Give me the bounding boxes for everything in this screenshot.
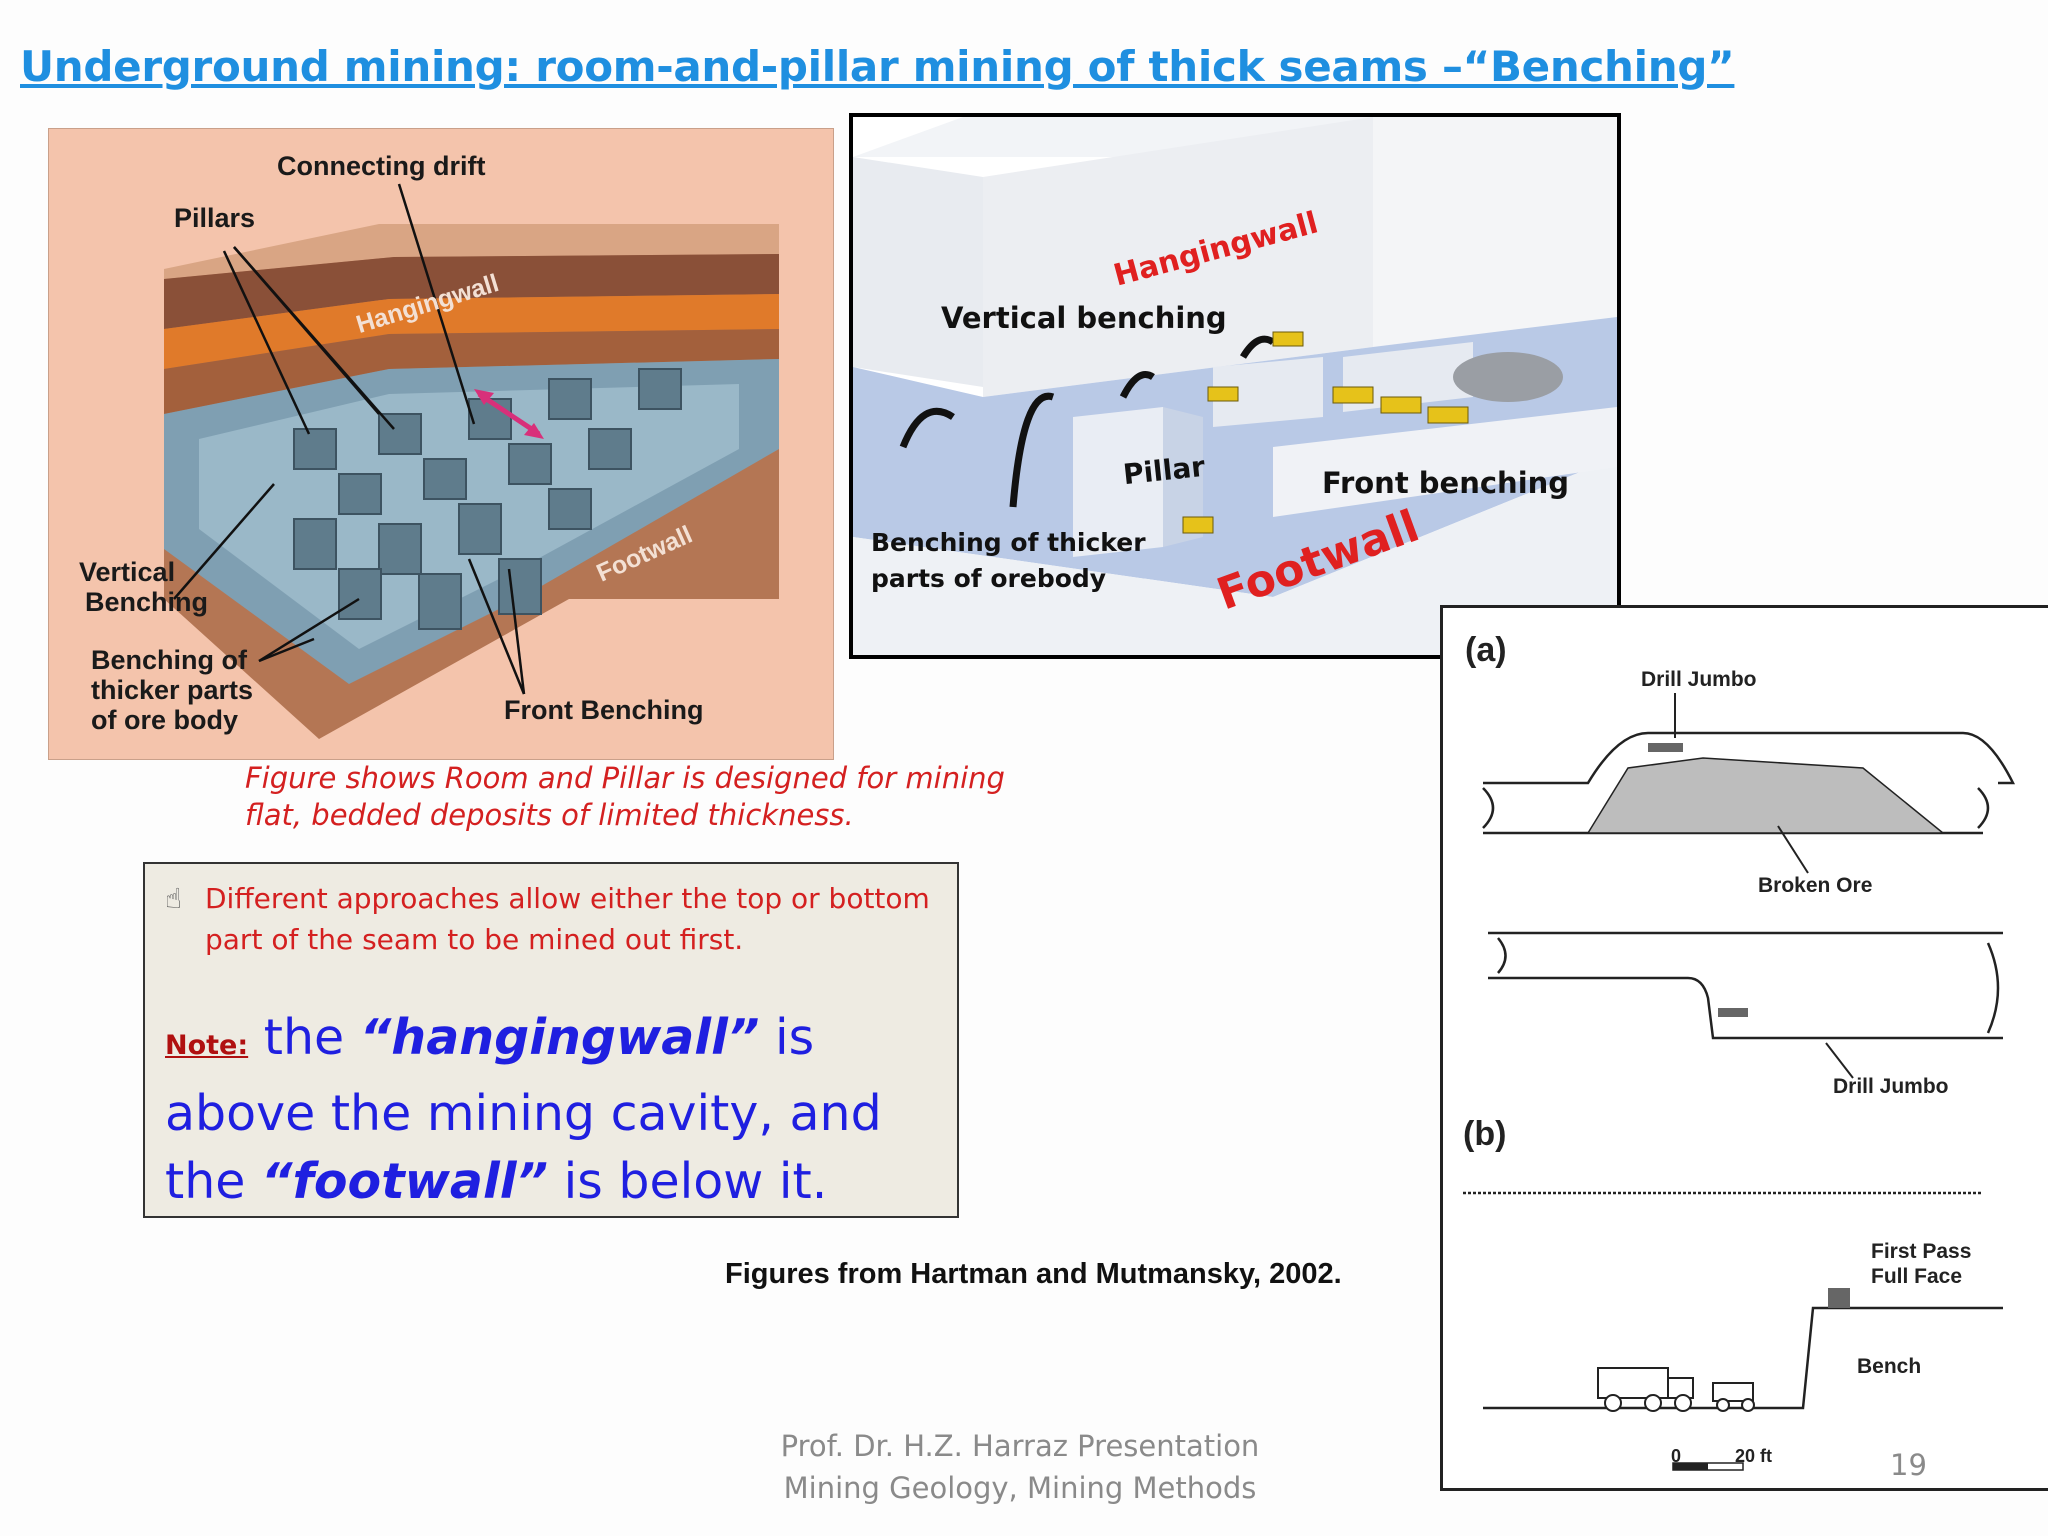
figure-caption: Figure shows Room and Pillar is designed… (245, 760, 1005, 834)
label-benching-thicker-2: thicker parts (91, 675, 254, 705)
hand-pointer-icon: ☝ (165, 882, 183, 915)
label-scale-twenty: 20 ft (1735, 1446, 1773, 1466)
label-pillars: Pillars (174, 203, 256, 233)
slide-title: Underground mining: room-and-pillar mini… (20, 42, 1735, 91)
label-first-pass-1: First Pass (1871, 1240, 1972, 1263)
label-benching-orebody-2: parts of orebody (871, 564, 1107, 593)
note-text-a: the (248, 1009, 360, 1066)
bullet-line-2: part of the seam to be mined out first. (205, 923, 744, 956)
slide-footer: Prof. Dr. H.Z. Harraz Presentation Minin… (770, 1425, 1270, 1509)
figure-credit: Figures from Hartman and Mutmansky, 2002… (725, 1258, 1342, 1290)
label-b: (b) (1463, 1115, 1507, 1153)
footer-line-2: Mining Geology, Mining Methods (783, 1471, 1257, 1505)
label-broken-ore: Broken Ore (1758, 874, 1873, 897)
label-scale-zero: 0 (1671, 1446, 1682, 1466)
caption-line-1: Figure shows Room and Pillar is designed… (245, 761, 1005, 795)
benching-3d-illustration: Hangingwall Vertical benching Pillar Fro… (849, 113, 1621, 659)
label-bench: Bench (1857, 1355, 1922, 1378)
bullet-point: ☝ Different approaches allow either the … (165, 878, 945, 960)
room-pillar-block-diagram: Connecting drift Pillars Hangingwall Ver… (48, 128, 834, 760)
label-first-pass-2: Full Face (1871, 1265, 1963, 1288)
label-a: (a) (1465, 631, 1507, 669)
label-benching-thicker-1: Benching of (91, 645, 247, 675)
label-benching-orebody-1: Benching of thicker (871, 528, 1146, 557)
label-benching-thicker-3: of ore body (91, 705, 238, 735)
label-drill-jumbo-top: Drill Jumbo (1641, 668, 1757, 691)
label-drill-jumbo-bottom: Drill Jumbo (1833, 1075, 1949, 1098)
label-front-benching-3d: Front benching (1322, 466, 1570, 500)
note-text-c: is below it. (548, 1153, 828, 1210)
footer-line-1: Prof. Dr. H.Z. Harraz Presentation (780, 1429, 1260, 1463)
label-vertical-benching-2: Benching (85, 587, 209, 617)
label-front-benching: Front Benching (504, 695, 704, 725)
note-text-b: is above the mining cavity, and the (165, 1009, 882, 1210)
benching-sections-drawing (1463, 693, 2016, 1471)
note-footwall: “footwall” (261, 1153, 549, 1210)
note-box: ☝ Different approaches allow either the … (143, 862, 959, 1218)
label-vertical-benching-1: Vertical (79, 557, 176, 587)
label-connecting-drift: Connecting drift (277, 151, 486, 181)
block-diagram-illustration (164, 183, 779, 739)
note-text: Note: the “hangingwall” is above the min… (165, 1004, 955, 1216)
label-vertical-benching-3d: Vertical benching (941, 301, 1227, 335)
note-hangingwall: “hangingwall” (359, 1009, 760, 1066)
benching-sections-figure: (a) Drill Jumbo Broken Ore Drill Jumbo (… (1440, 605, 2048, 1491)
benching-3d-drawing (853, 117, 1617, 655)
note-label: Note: (165, 1030, 249, 1061)
bullet-line-1: Different approaches allow either the to… (205, 882, 930, 915)
caption-line-2: flat, bedded deposits of limited thickne… (245, 798, 854, 832)
page-number: 19 (1890, 1448, 1927, 1482)
